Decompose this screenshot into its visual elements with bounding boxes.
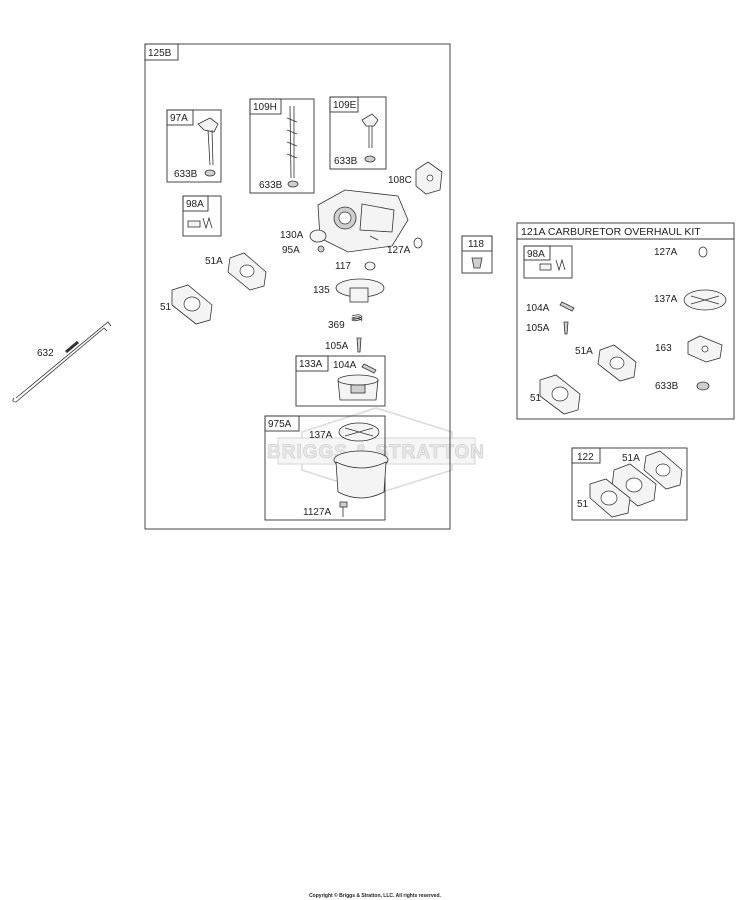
needle-105a <box>356 337 362 353</box>
kit-seal-633b <box>696 381 710 391</box>
gasket-137a-main <box>338 422 380 442</box>
label-633b-b[interactable]: 633B <box>259 180 283 191</box>
assembly-125b-frame <box>144 43 451 530</box>
box-133a <box>295 355 386 407</box>
oring-127a <box>413 237 423 249</box>
carburetor-body <box>317 189 409 253</box>
kit-box-98a-label[interactable]: 98A <box>527 249 545 260</box>
label-108c[interactable]: 108C <box>388 175 412 186</box>
label-130a[interactable]: 130A <box>280 230 304 241</box>
label-51a[interactable]: 51A <box>205 256 223 267</box>
box-122-label-51[interactable]: 51 <box>577 499 589 510</box>
box-109e-label[interactable]: 109E <box>333 100 357 111</box>
kit-pin-104a <box>559 301 575 312</box>
kit-label-633b[interactable]: 633B <box>655 381 679 392</box>
label-632[interactable]: 632 <box>37 348 54 359</box>
kit-gasket-51 <box>539 374 581 415</box>
choke-shaft-part <box>286 105 298 179</box>
kit-121a-frame <box>516 222 735 420</box>
label-95a[interactable]: 95A <box>282 245 300 256</box>
kit-gasket-137a <box>683 289 727 311</box>
label-51[interactable]: 51 <box>160 302 172 313</box>
kit-idle-screw <box>539 258 566 272</box>
box-975a-label[interactable]: 975A <box>268 419 292 430</box>
kit-121a-title[interactable]: 121A CARBURETOR OVERHAUL KIT <box>521 226 701 238</box>
assembly-125b-tag <box>144 43 179 61</box>
screw-95a <box>317 245 325 253</box>
seal-633b-a <box>204 169 216 177</box>
seal-633b-b <box>287 180 299 188</box>
label-135[interactable]: 135 <box>313 285 330 296</box>
gasket-51-main <box>171 284 213 325</box>
label-105a[interactable]: 105A <box>325 341 349 352</box>
label-127a[interactable]: 127A <box>387 245 411 256</box>
label-137a[interactable]: 137A <box>309 430 333 441</box>
box-122-gasket-51a <box>643 450 683 490</box>
gasket-51a-main <box>227 252 267 291</box>
label-117[interactable]: 117 <box>335 261 351 272</box>
box-109h-label[interactable]: 109H <box>253 102 277 113</box>
choke-lever-part <box>361 113 379 148</box>
box-122-gasket-51 <box>589 478 631 518</box>
box-97a-label[interactable]: 97A <box>170 113 188 124</box>
label-369[interactable]: 369 <box>328 320 345 331</box>
box-122-label-51a[interactable]: 51A <box>622 453 640 464</box>
kit-gasket-51a <box>597 344 637 382</box>
kit-label-105a[interactable]: 105A <box>526 323 550 334</box>
float-135 <box>335 278 385 303</box>
kit-label-51[interactable]: 51 <box>530 393 542 404</box>
label-1127a[interactable]: 1127A <box>303 507 332 518</box>
throttle-shaft-part <box>197 117 219 166</box>
label-633b-a[interactable]: 633B <box>174 169 198 180</box>
kit-label-137a[interactable]: 137A <box>654 294 678 305</box>
box-122-label[interactable]: 122 <box>577 452 594 463</box>
float-bowl-133a <box>337 374 379 401</box>
kit-label-163[interactable]: 163 <box>655 343 672 354</box>
throttle-plate-130a <box>309 229 327 243</box>
label-633b-c[interactable]: 633B <box>334 156 358 167</box>
box-122 <box>571 447 688 521</box>
pin-104a <box>361 363 377 374</box>
box-97a <box>166 109 222 183</box>
box-109h <box>249 98 315 194</box>
assembly-125b-label[interactable]: 125B <box>148 48 172 59</box>
idle-screw-part <box>187 216 213 230</box>
kit-label-104a[interactable]: 104A <box>526 303 550 314</box>
copyright-notice: Copyright © Briggs & Stratton, LLC. All … <box>309 892 441 899</box>
box-133a-label[interactable]: 133A <box>299 359 323 370</box>
kit-needle-105a <box>563 321 569 335</box>
label-104a[interactable]: 104A <box>333 360 357 371</box>
kit-label-51a[interactable]: 51A <box>575 346 593 357</box>
seal-633b-c <box>364 155 376 163</box>
kit-oring-127a <box>698 246 708 258</box>
jet-118 <box>471 257 483 269</box>
governor-link-632 <box>12 321 112 403</box>
jet-117 <box>364 261 376 271</box>
kit-label-127a[interactable]: 127A <box>654 247 678 258</box>
kit-gasket-163 <box>687 335 723 363</box>
box-122-spacer <box>611 463 657 507</box>
spring-369 <box>351 314 363 322</box>
box-118-label[interactable]: 118 <box>468 239 484 250</box>
box-98a-label[interactable]: 98A <box>186 199 204 210</box>
screw-1127a <box>339 501 348 517</box>
bowl-975a <box>333 450 389 499</box>
